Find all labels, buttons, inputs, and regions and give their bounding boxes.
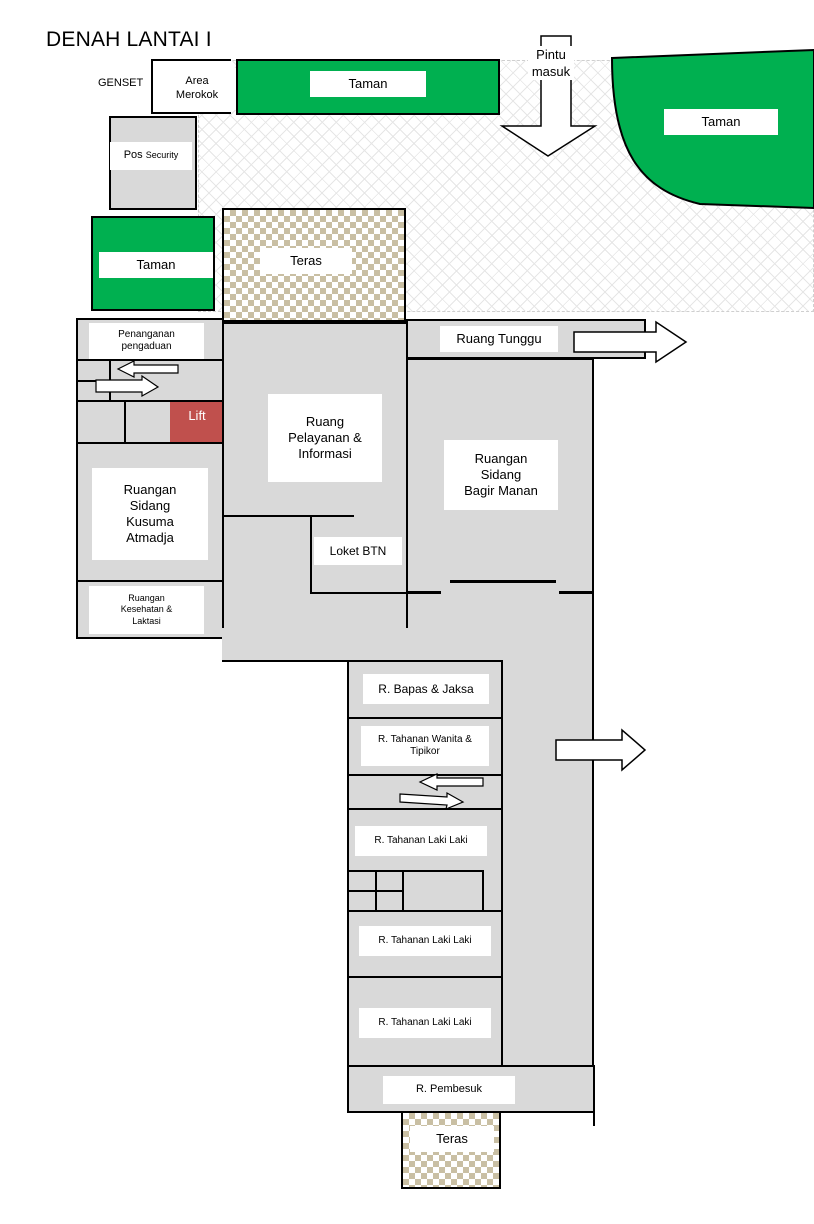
service-room-label: Ruang Pelayanan & Informasi: [268, 394, 382, 482]
visitor-room-label: R. Pembesuk: [383, 1076, 515, 1104]
garden-right-label: Taman: [664, 109, 778, 135]
terrace-bottom-label: Teras: [410, 1126, 494, 1152]
waiting-room-label: Ruang Tunggu: [440, 326, 558, 352]
exit-arrow-icon: [573, 320, 688, 364]
terrace-top-label: Teras: [260, 248, 352, 274]
floor-plan-title: DENAH LANTAI I: [46, 28, 212, 51]
wall: [347, 717, 503, 719]
stairs-down-arrow-icon: [418, 773, 484, 791]
garden-left-label: Taman: [99, 252, 213, 278]
wall: [347, 910, 501, 912]
wall: [347, 870, 483, 872]
men-cell-1-label: R. Tahanan Laki Laki: [355, 826, 487, 856]
corridor-east: [500, 658, 594, 1068]
men-cell-3-label: R. Tahanan Laki Laki: [359, 1008, 491, 1038]
wall: [310, 592, 408, 594]
wall: [76, 380, 110, 382]
exit-arrow-icon: [555, 728, 647, 772]
wall: [375, 870, 377, 911]
smoking-area-label: Area Merokok: [158, 68, 236, 110]
wall: [222, 515, 354, 517]
wall: [593, 1110, 595, 1126]
security-post-label-a: Pos: [123, 149, 143, 162]
wall: [347, 976, 501, 978]
wall: [124, 400, 126, 442]
security-post-label: Pos Security: [110, 142, 192, 170]
women-cell-label: R. Tahanan Wanita & Tipikor: [361, 726, 489, 766]
wall: [402, 870, 404, 911]
wall: [76, 442, 224, 444]
wall: [559, 591, 594, 594]
lift-label: Lift: [188, 408, 206, 423]
complaint-room-label: Penanganan pengaduan: [89, 323, 204, 359]
genset-label: GENSET: [98, 77, 144, 89]
entrance-label: Pintu masuk: [528, 46, 574, 80]
wall: [76, 580, 224, 582]
btn-counter-label: Loket BTN: [314, 537, 402, 565]
wall: [450, 580, 556, 583]
wall: [76, 400, 224, 402]
bapas-room-label: R. Bapas & Jaksa: [363, 674, 489, 704]
wall: [347, 808, 503, 810]
wall: [406, 591, 441, 594]
wall: [310, 516, 312, 594]
sidang-bagir-label: Ruangan Sidang Bagir Manan: [444, 440, 558, 510]
stairs-down-arrow-icon: [116, 360, 179, 378]
stairs-up-arrow-icon: [95, 374, 160, 398]
sidang-kusuma-label: Ruangan Sidang Kusuma Atmadja: [92, 468, 208, 560]
stairs-up-arrow-icon: [399, 791, 465, 811]
garden-top-label: Taman: [310, 71, 426, 97]
wall: [482, 870, 484, 911]
wall: [347, 774, 503, 776]
wall: [76, 359, 224, 361]
lift: Lift: [170, 402, 224, 442]
health-room-label: Ruangan Kesehatan & Laktasi: [89, 586, 204, 634]
security-post-label-b: Security: [145, 150, 179, 161]
men-cell-2-label: R. Tahanan Laki Laki: [359, 926, 491, 956]
